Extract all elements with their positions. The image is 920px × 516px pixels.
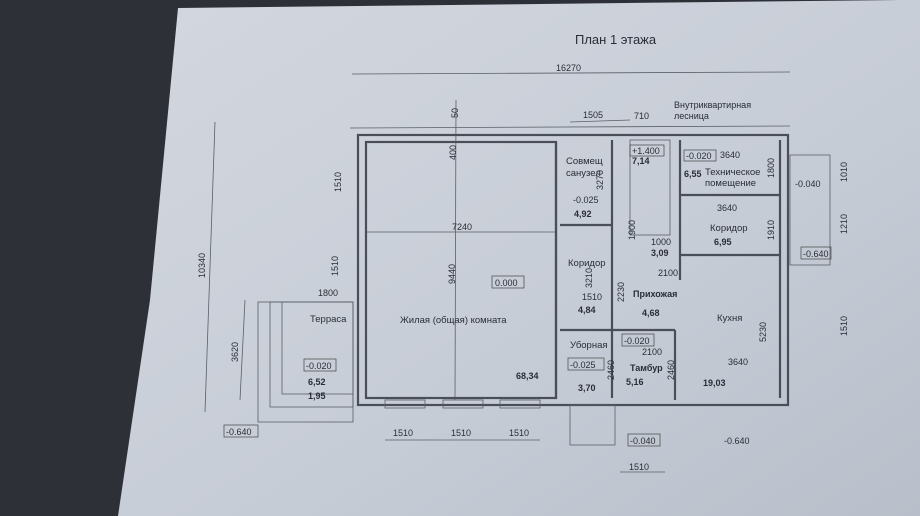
dim-stair-width: 710	[634, 111, 649, 121]
plan-title: План 1 этажа	[575, 32, 657, 47]
dim-window-1: 1510	[393, 428, 413, 438]
level-ground-entry: -0.640	[724, 436, 750, 446]
level-ground-left: -0.640	[226, 427, 252, 437]
dim-kitchen-3640: 3640	[728, 357, 748, 367]
walls	[257, 133, 831, 446]
dim-kitchen-5230: 5230	[758, 322, 768, 342]
room-bath-name: Совмещ	[566, 156, 603, 167]
room-terrace-name: Терраса	[310, 314, 347, 325]
room-corridor-left-area: 4,84	[578, 305, 596, 315]
room-tech-name: Техническое	[705, 167, 760, 178]
room-corridor-right-area: 6,95	[714, 237, 732, 247]
dim-living-width: 7240	[452, 222, 472, 232]
room-stair-name-2: лесница	[674, 111, 709, 121]
dim-50: 50	[450, 108, 460, 118]
room-stair-area-2: 3,09	[651, 248, 669, 258]
room-tech-area: 6,55	[684, 169, 702, 179]
room-wc-area: 3,70	[578, 383, 596, 393]
level-ground-right: -0.640	[803, 249, 829, 259]
room-bath-area: 4,92	[574, 209, 592, 219]
level-tech: -0.020	[686, 151, 712, 161]
room-kitchen-name: Кухня	[717, 313, 742, 324]
dim-stair-1000: 1000	[651, 237, 671, 247]
room-living-name: Жилая (общая) комната	[400, 315, 507, 326]
dim-terrace-width: 1800	[318, 288, 338, 298]
dim-corridor-1510: 1510	[582, 292, 602, 302]
level-bath: -0.025	[573, 195, 599, 205]
dim-tech-1800: 1800	[766, 158, 776, 178]
dim-total-width: 16270	[556, 63, 581, 73]
dim-hall-2230: 2230	[616, 282, 626, 302]
dim-window-3: 1510	[509, 428, 529, 438]
level-wc: -0.025	[570, 360, 596, 370]
dim-right-1510: 1510	[839, 316, 849, 336]
room-terrace-area-2: 1,95	[308, 391, 326, 401]
room-living-area: 68,34	[516, 371, 539, 381]
level-terrace: -0.020	[306, 361, 332, 371]
level-tambur: -0.020	[624, 336, 650, 346]
paper-sheet	[118, 0, 920, 516]
room-stair-area: 7,14	[632, 156, 650, 166]
room-hall-name: Прихожая	[633, 289, 677, 299]
dim-corridor-3640: 3640	[717, 203, 737, 213]
dim-tambur-2460: 2460	[666, 360, 676, 380]
dim-right-1210: 1210	[839, 214, 849, 234]
room-tambur-area: 5,16	[626, 377, 644, 387]
dim-corridor-3210: 3210	[584, 268, 594, 288]
room-corridor-right-name: Коридор	[710, 223, 748, 234]
room-corridor-left-name: Коридор	[568, 258, 606, 269]
dim-window-2: 1510	[451, 428, 471, 438]
dimension-lines	[204, 71, 791, 473]
room-stair-name: Внутриквартирная	[674, 100, 751, 110]
room-hall-area: 4,68	[642, 308, 660, 318]
room-tambur-name: Тамбур	[630, 363, 663, 373]
dim-tambur-2100: 2100	[642, 347, 662, 357]
dim-entry-1510: 1510	[629, 462, 649, 472]
level-right-porch: -0.040	[795, 179, 821, 189]
room-bath-name-2: санузел	[566, 168, 601, 179]
level-entry: -0.040	[630, 436, 656, 446]
room-wc-name: Уборная	[570, 340, 608, 351]
dim-corridor-1910: 1910	[766, 220, 776, 240]
dim-stair-1900: 1900	[627, 220, 637, 240]
room-kitchen-area: 19,03	[703, 378, 726, 388]
room-tech-name-2: помещение	[705, 178, 756, 189]
dim-bath-width: 1505	[583, 110, 603, 120]
dim-tech-3640: 3640	[720, 150, 740, 160]
dim-terrace-depth: 3620	[230, 342, 240, 362]
room-terrace-area: 6,52	[308, 377, 326, 387]
dim-right-1010: 1010	[839, 162, 849, 182]
dim-400: 400	[448, 145, 458, 160]
dim-wc-2460: 2460	[606, 360, 616, 380]
level-living: 0.000	[495, 278, 518, 288]
dim-left-1510-b: 1510	[330, 256, 340, 276]
dim-left-1510-a: 1510	[333, 172, 343, 192]
level-stair: +1.400	[632, 146, 660, 156]
dim-total-depth: 10340	[197, 253, 207, 278]
dim-bath-depth: 3270	[595, 170, 605, 190]
dim-living-depth: 9440	[447, 264, 457, 284]
dim-hall-2100: 2100	[658, 268, 678, 278]
